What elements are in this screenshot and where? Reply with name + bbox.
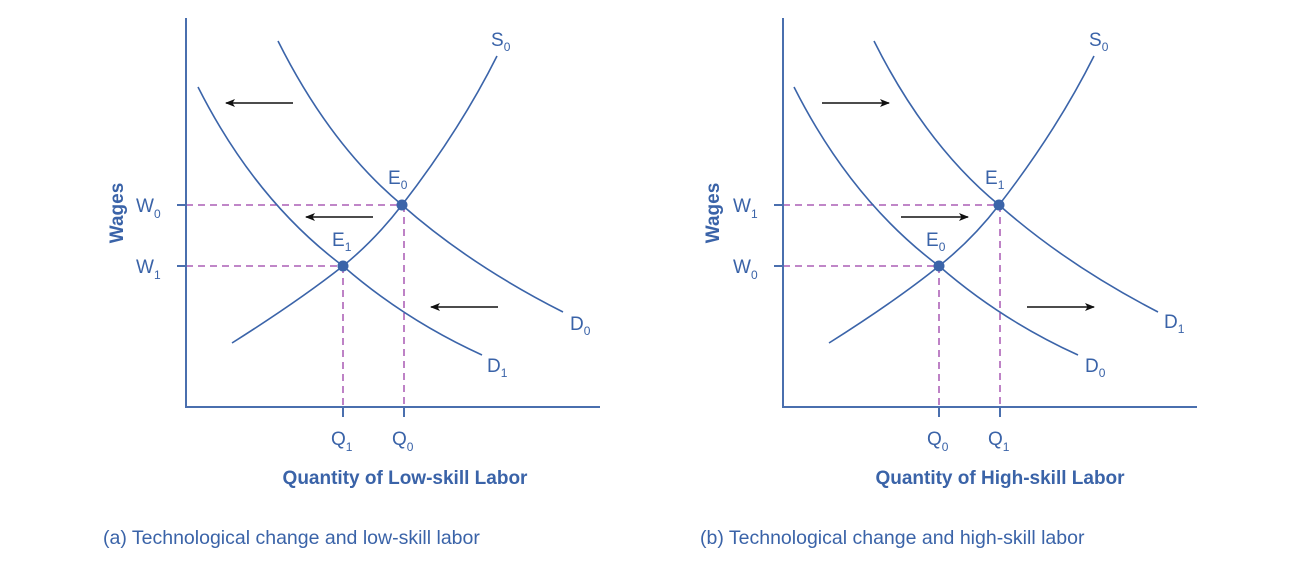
label-w1: W1 (733, 196, 758, 221)
supply-curve-s0 (231, 55, 498, 344)
label-e0: E0 (926, 230, 946, 254)
supply-curve-s0 (828, 55, 1095, 344)
label-w0: W0 (733, 257, 758, 282)
guide-lines (186, 204, 405, 416)
caption-b: (b) Technological change and high-skill … (700, 527, 1085, 549)
y-axis-title: Wages (703, 183, 724, 244)
label-w0: W0 (136, 196, 161, 221)
label-d0: D0 (570, 314, 591, 338)
label-q0: Q0 (392, 429, 414, 454)
x-axis-title: Quantity of High-skill Labor (875, 468, 1125, 489)
panel-b-high-skill: S0 D1 D0 E1 E0 W1 W0 Q0 Q1 Wages Quantit… (700, 18, 1197, 549)
label-e1: E1 (985, 168, 1005, 192)
label-q0: Q0 (927, 429, 949, 454)
demand-curve-d1 (873, 40, 1159, 313)
shift-arrows-left (225, 99, 498, 311)
label-s0: S0 (491, 30, 511, 54)
shift-arrows-right (822, 99, 1095, 311)
equilibrium-point-e1 (337, 260, 349, 272)
label-d0: D0 (1085, 356, 1106, 380)
label-d1: D1 (487, 356, 508, 380)
label-q1: Q1 (331, 429, 353, 454)
label-s0: S0 (1089, 30, 1109, 54)
label-e0: E0 (388, 168, 408, 192)
equilibrium-point-e0 (396, 199, 408, 211)
guide-lines (783, 204, 1001, 416)
demand-curve-d0 (277, 40, 564, 313)
panel-a-low-skill: S0 D0 D1 E0 E1 W0 W1 Q1 Q0 Wages Quantit… (103, 18, 600, 549)
axes (177, 18, 600, 417)
demand-curve-d1 (197, 86, 483, 356)
label-d1: D1 (1164, 312, 1185, 336)
label-e1: E1 (332, 230, 352, 254)
x-axis-title: Quantity of Low-skill Labor (283, 468, 529, 489)
label-w1: W1 (136, 257, 161, 282)
caption-a: (a) Technological change and low-skill l… (103, 527, 480, 549)
axes (774, 18, 1197, 417)
equilibrium-point-e0 (933, 260, 945, 272)
demand-curve-d0 (793, 86, 1079, 356)
equilibrium-point-e1 (993, 199, 1005, 211)
label-q1: Q1 (988, 429, 1010, 454)
y-axis-title: Wages (107, 183, 128, 244)
